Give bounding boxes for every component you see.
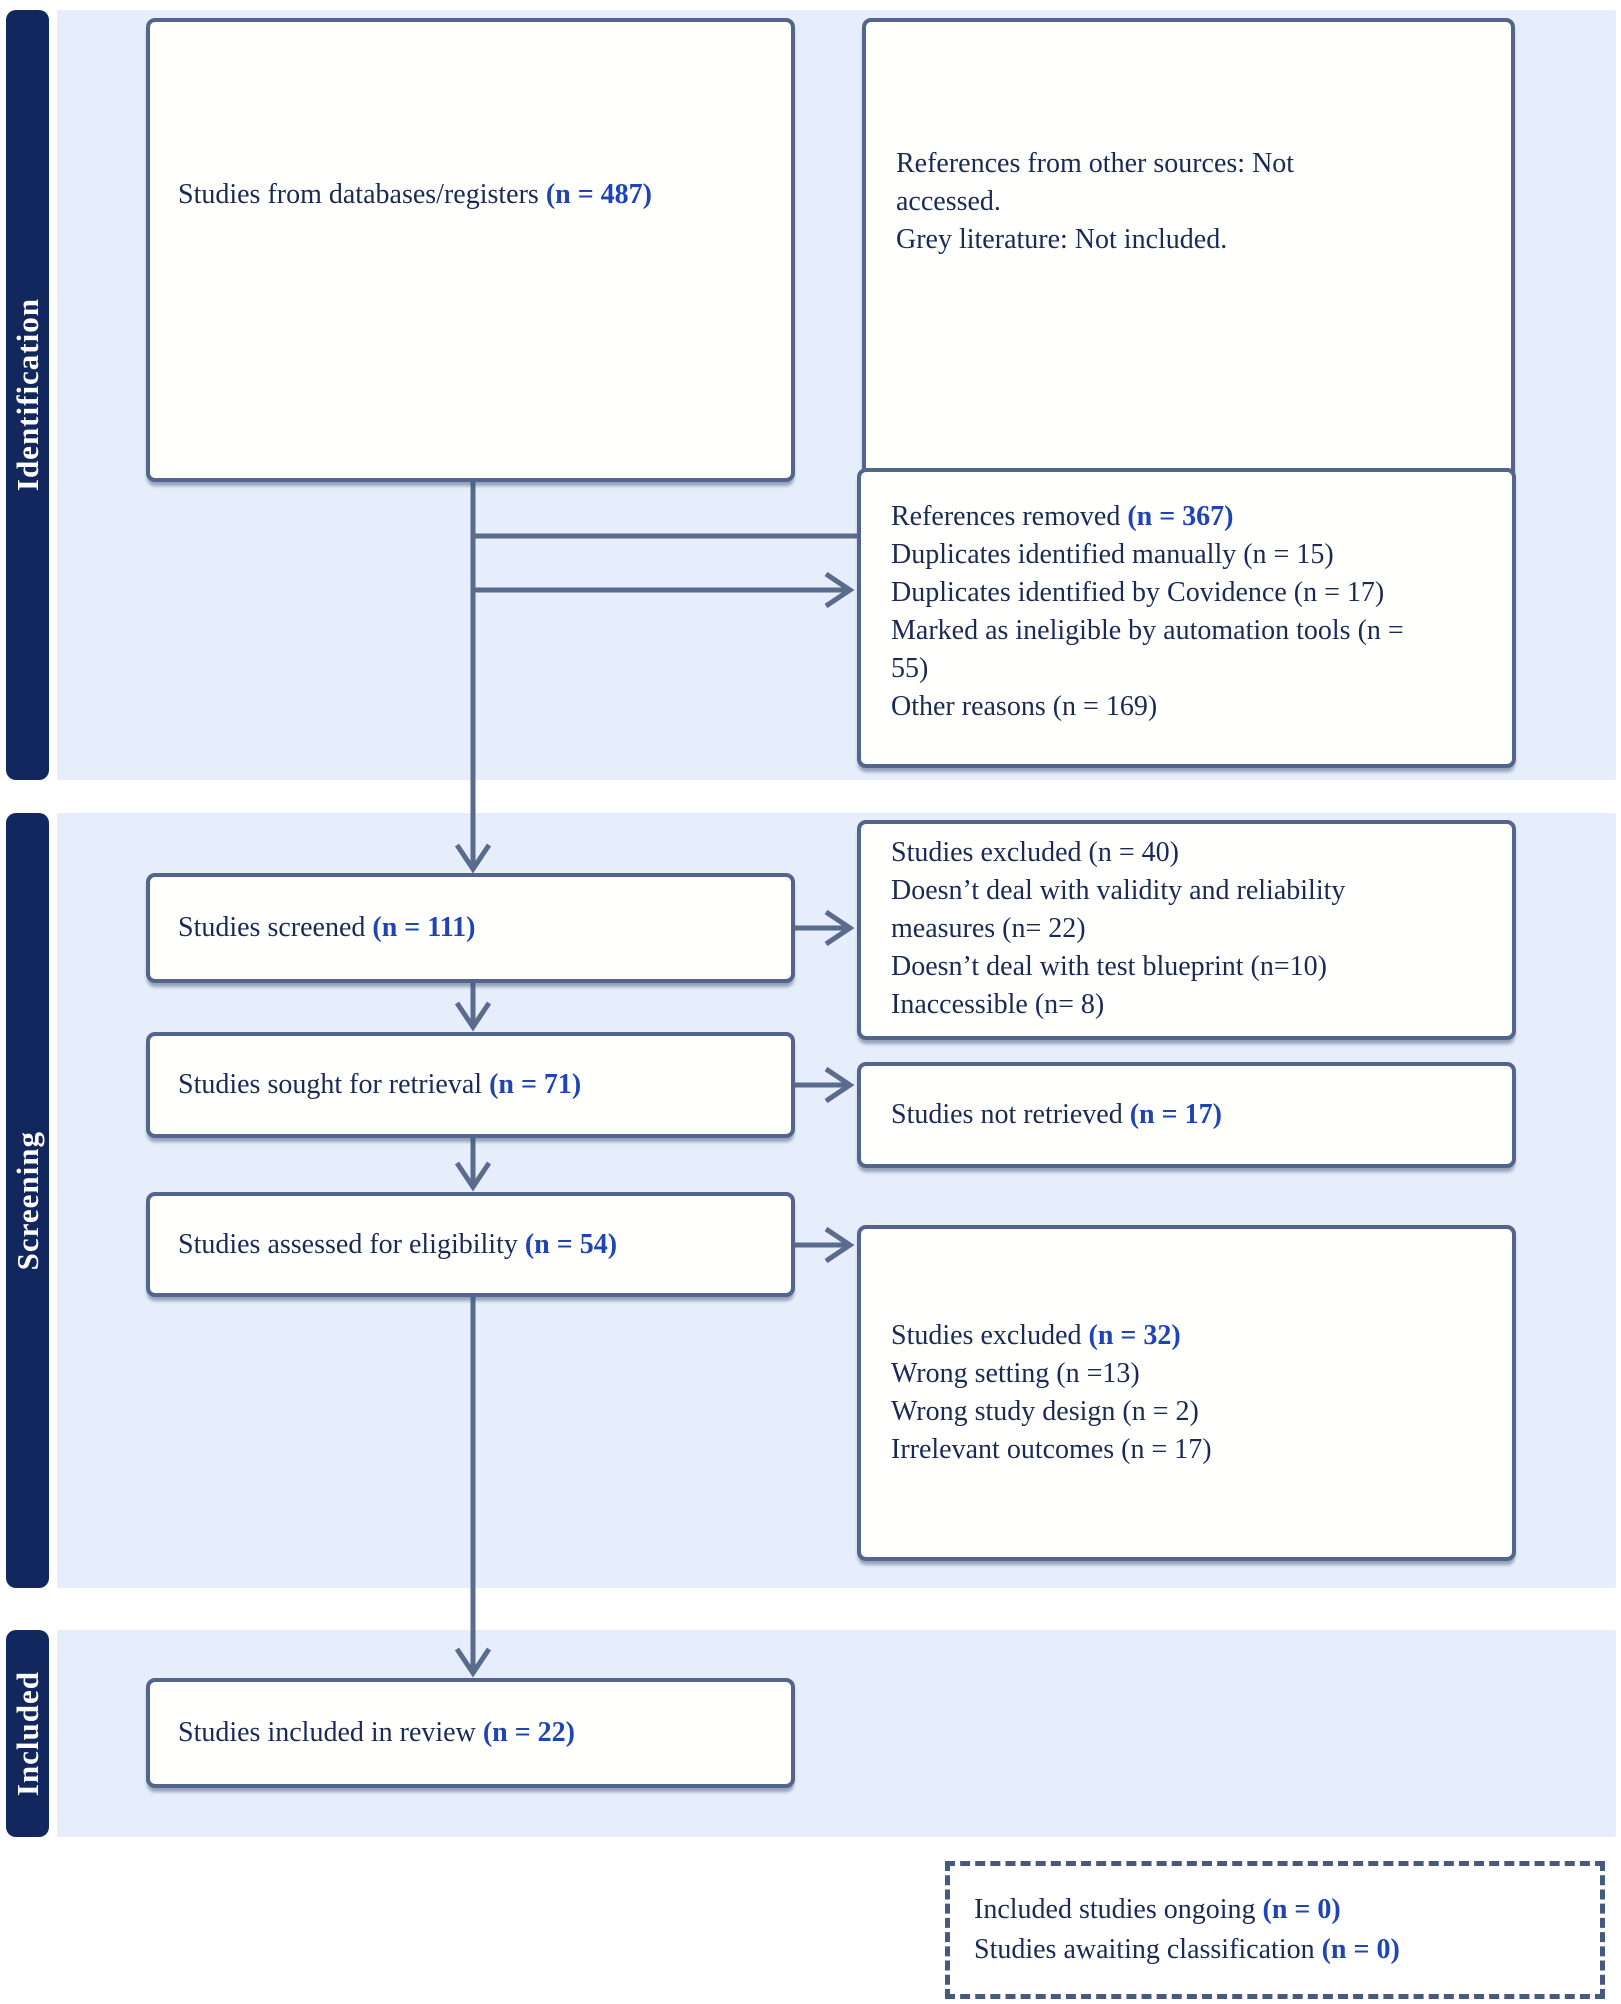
studies-included-review-box: Studies included in review (n = 22) xyxy=(146,1678,795,1788)
references-removed-box: References removed (n = 367)Duplicates i… xyxy=(857,468,1516,768)
studies-from-databases-box: Studies from databases/registers (n = 48… xyxy=(146,18,795,482)
sidebar-band-identification: Identification xyxy=(6,10,49,780)
sidebar-band-screening: Screening xyxy=(6,813,49,1588)
sidebar-band-included: Included xyxy=(6,1630,49,1837)
included-label: Included xyxy=(9,1670,45,1797)
screening-label: Screening xyxy=(9,1130,45,1271)
references-other-sources-text: References from other sources: Not acces… xyxy=(896,147,1295,255)
studies-excluded-screening-box: Studies excluded (n = 40)Doesn’t deal wi… xyxy=(857,820,1516,1040)
studies-screened-text: Studies screened (n = 111) xyxy=(178,912,476,943)
references-other-sources-box: References from other sources: Not acces… xyxy=(862,18,1515,480)
studies-assessed-eligibility-text: Studies assessed for eligibility (n = 54… xyxy=(178,1228,618,1260)
included-studies-ongoing-box: Included studies ongoing (n = 0)Studies … xyxy=(945,1861,1605,1999)
studies-excluded-eligibility-text: Studies excluded (n = 32)Wrong setting (… xyxy=(891,1320,1212,1465)
included-studies-ongoing-text: Included studies ongoing (n = 0)Studies … xyxy=(974,1894,1400,1965)
studies-sought-retrieval-text: Studies sought for retrieval (n = 71) xyxy=(178,1069,582,1100)
references-removed-text: References removed (n = 367)Duplicates i… xyxy=(891,501,1404,722)
studies-from-databases-text: Studies from databases/registers (n = 48… xyxy=(178,179,652,210)
studies-screened-box: Studies screened (n = 111) xyxy=(146,873,795,983)
studies-excluded-eligibility-box: Studies excluded (n = 32)Wrong setting (… xyxy=(857,1225,1516,1561)
identification-label: Identification xyxy=(9,298,45,492)
studies-included-review-text: Studies included in review (n = 22) xyxy=(178,1717,576,1748)
studies-not-retrieved-box: Studies not retrieved (n = 17) xyxy=(857,1062,1516,1168)
studies-excluded-screening-text: Studies excluded (n = 40)Doesn’t deal wi… xyxy=(891,837,1346,1020)
studies-not-retrieved-text: Studies not retrieved (n = 17) xyxy=(891,1099,1222,1130)
studies-assessed-eligibility-box: Studies assessed for eligibility (n = 54… xyxy=(146,1192,795,1297)
studies-sought-retrieval-box: Studies sought for retrieval (n = 71) xyxy=(146,1032,795,1138)
